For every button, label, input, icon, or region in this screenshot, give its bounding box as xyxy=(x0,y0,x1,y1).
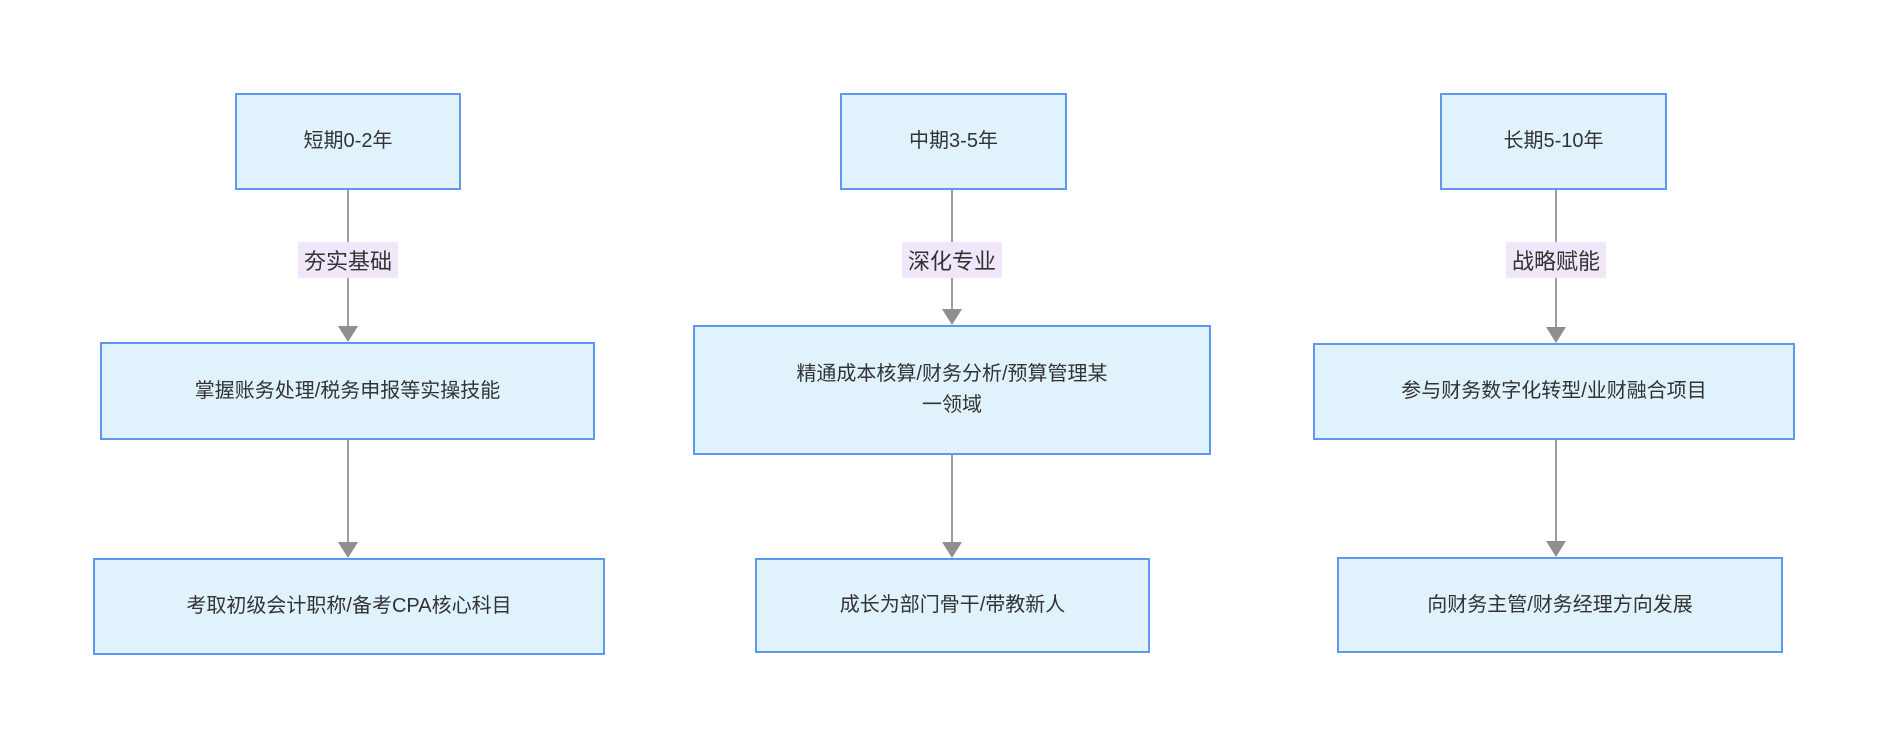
arrowhead-icon xyxy=(942,309,962,325)
edge-label-long-term: 战略赋能 xyxy=(1505,242,1607,278)
node-step2-long-term: 向财务主管/财务经理方向发展 xyxy=(1337,557,1783,653)
edge-line-short-term-2 xyxy=(347,440,349,542)
node-stage-long-term: 长期5-10年 xyxy=(1440,93,1667,190)
arrowhead-icon xyxy=(1546,327,1566,343)
node-step2-short-term: 考取初级会计职称/备考CPA核心科目 xyxy=(93,558,605,655)
edge-line-long-term-2 xyxy=(1555,440,1557,541)
node-step1-short-term: 掌握账务处理/税务申报等实操技能 xyxy=(100,342,595,440)
arrowhead-icon xyxy=(1546,541,1566,557)
edge-label-mid-term: 深化专业 xyxy=(901,242,1003,278)
node-stage-mid-term: 中期3-5年 xyxy=(840,93,1067,190)
arrowhead-icon xyxy=(338,542,358,558)
node-step1-mid-term: 精通成本核算/财务分析/预算管理某 一领域 xyxy=(693,325,1211,455)
edge-line-mid-term-2 xyxy=(951,455,953,542)
node-step2-mid-term: 成长为部门骨干/带教新人 xyxy=(755,558,1150,653)
node-step1-long-term: 参与财务数字化转型/业财融合项目 xyxy=(1313,343,1795,440)
arrowhead-icon xyxy=(338,326,358,342)
arrowhead-icon xyxy=(942,542,962,558)
edge-label-short-term: 夯实基础 xyxy=(297,242,399,278)
node-stage-short-term: 短期0-2年 xyxy=(235,93,461,190)
